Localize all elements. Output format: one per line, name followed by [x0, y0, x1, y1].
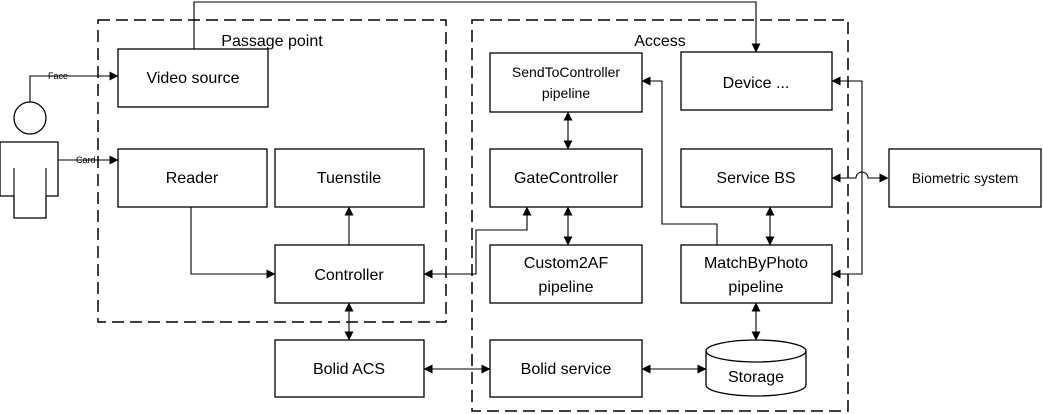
node-device: Device ... — [680, 51, 833, 111]
edges: Face Card — [29, 1, 889, 374]
video-source-label: Video source — [146, 70, 239, 87]
node-turnstile: Tuenstile — [274, 148, 425, 208]
node-reader: Reader — [117, 148, 268, 208]
biometric-system-label: Biometric system — [912, 170, 1019, 186]
edge-servicebs-biometric — [831, 171, 889, 183]
node-storage: Storage — [705, 339, 807, 397]
edge-reader-to-controller — [190, 207, 276, 279]
node-bolid-acs: Bolid ACS — [274, 339, 425, 398]
service-bs-label: Service BS — [716, 170, 795, 187]
device-label: Device ... — [723, 75, 790, 92]
node-send-to-controller: SendToController pipeline — [489, 52, 643, 113]
edge-video-to-device — [193, 1, 761, 53]
node-match-by-photo: MatchByPhoto pipeline — [680, 244, 833, 304]
node-custom2af: Custom2AF pipeline — [489, 244, 643, 304]
edge-label-face: Face — [48, 71, 68, 81]
node-gate-controller: GateController — [489, 148, 643, 208]
node-bolid-service: Bolid service — [489, 339, 643, 398]
controller-label: Controller — [314, 267, 384, 284]
person-icon — [0, 101, 59, 219]
edge-matchbyphoto-to-sendtocontroller — [641, 76, 718, 245]
send-to-controller-label-line2: pipeline — [542, 85, 590, 101]
gate-controller-label: GateController — [514, 170, 619, 187]
send-to-controller-label-line1: SendToController — [512, 64, 621, 80]
passage-point-group: Passage point — [97, 19, 447, 323]
reader-label: Reader — [166, 170, 219, 187]
bolid-acs-label: Bolid ACS — [313, 361, 385, 378]
custom2af-label-line2: pipeline — [538, 279, 593, 296]
access-label: Access — [634, 33, 686, 50]
node-biometric-system: Biometric system — [888, 148, 1042, 208]
custom2af-label-line1: Custom2AF — [524, 255, 609, 272]
match-by-photo-label-line1: MatchByPhoto — [704, 255, 808, 272]
edge-controller-gatecontroller — [423, 206, 532, 279]
edge-label-card: Card — [76, 155, 96, 165]
node-controller: Controller — [274, 244, 425, 304]
edge-face — [29, 71, 119, 102]
node-service-bs: Service BS — [680, 148, 833, 208]
storage-label: Storage — [728, 369, 784, 386]
bolid-service-label: Bolid service — [521, 361, 612, 378]
turnstile-label: Tuenstile — [317, 170, 381, 187]
node-video-source: Video source — [117, 48, 269, 108]
passage-point-label: Passage point — [221, 33, 323, 50]
match-by-photo-label-line2: pipeline — [728, 279, 783, 296]
